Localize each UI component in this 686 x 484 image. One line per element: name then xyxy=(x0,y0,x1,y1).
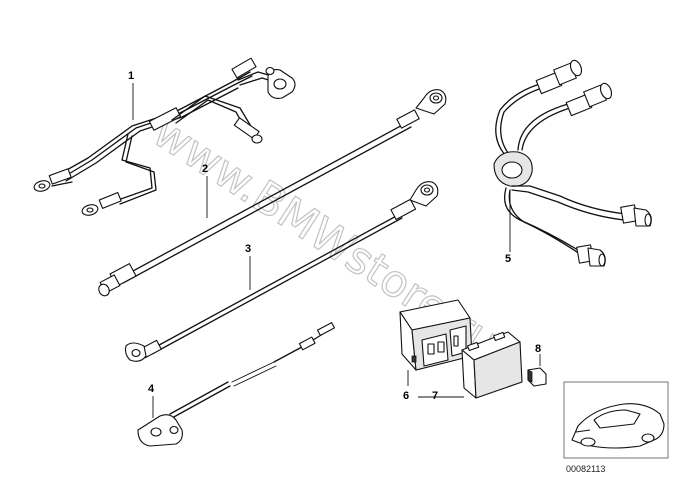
callout-1: 1 xyxy=(128,70,134,82)
callout-8: 8 xyxy=(535,343,541,355)
callout-4: 4 xyxy=(148,383,155,395)
part-7-cover[interactable]: 7 7 xyxy=(418,331,523,402)
callout-7-label: 7 xyxy=(432,390,438,402)
part-3-cable[interactable]: 3 xyxy=(124,181,439,362)
part-4-terminal-wire[interactable]: 4 xyxy=(137,322,336,447)
part-5-y-harness[interactable]: 5 xyxy=(493,59,652,267)
car-thumbnail: 00082113 xyxy=(563,381,669,474)
callout-3: 3 xyxy=(245,243,251,255)
callout-5: 5 xyxy=(505,253,511,265)
part-2-ground-cable[interactable]: 2 xyxy=(97,89,447,298)
part-1-battery-cable[interactable]: 1 xyxy=(33,57,296,217)
part-6-fuse-block[interactable]: 6 xyxy=(399,299,473,402)
callout-6: 6 xyxy=(403,390,409,402)
car-windows xyxy=(593,409,641,429)
car-wheel-front xyxy=(580,437,596,447)
car-wheel-rear xyxy=(641,433,655,443)
part-8-clip[interactable]: 8 xyxy=(527,343,547,387)
part-number: 00082113 xyxy=(566,464,605,474)
callout-2: 2 xyxy=(202,163,208,175)
